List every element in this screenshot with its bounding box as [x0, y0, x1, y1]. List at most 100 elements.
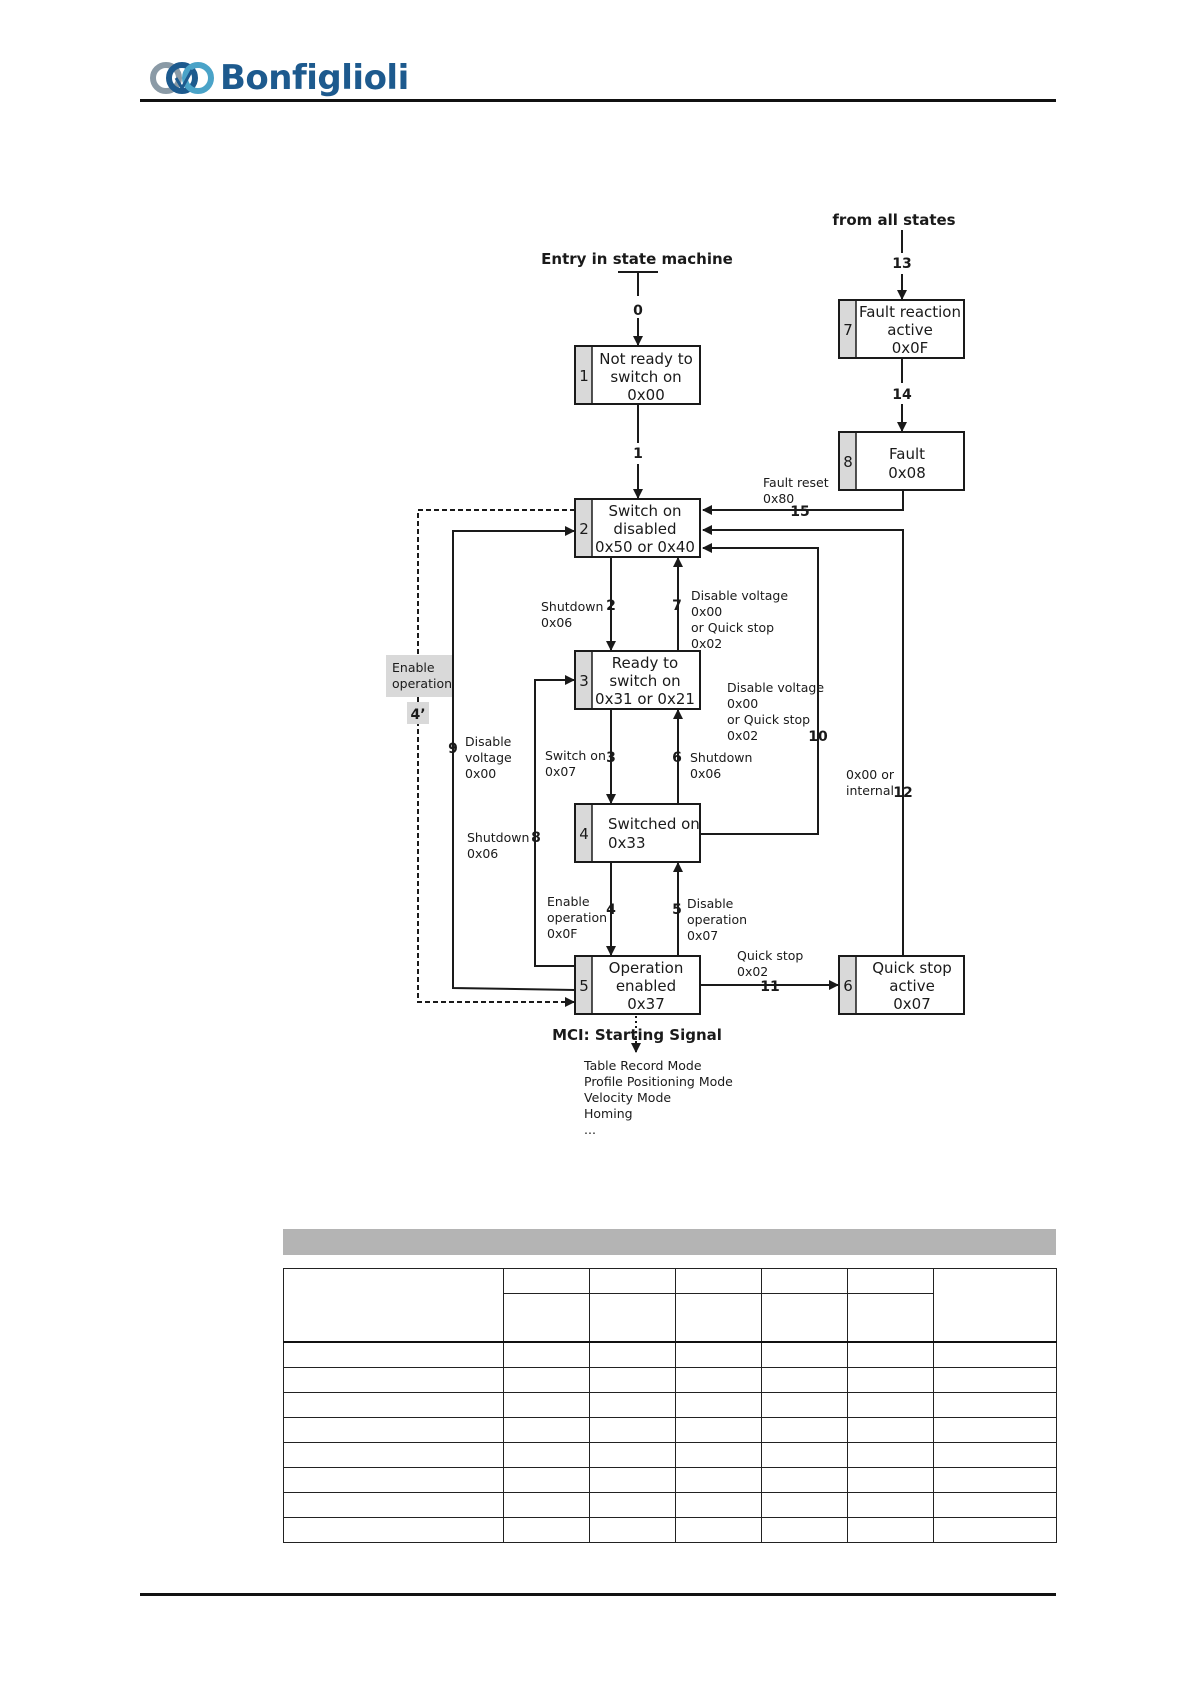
state-3-number: 3: [579, 672, 589, 690]
state-5-number: 5: [579, 977, 589, 995]
table-header-cell: [283, 1268, 504, 1343]
table-row: [283, 1492, 1057, 1518]
table-header-cell: [761, 1268, 848, 1294]
state-8-box: 8 Fault 0x08: [838, 431, 965, 491]
table-header-cell: [589, 1293, 676, 1343]
state-8-line1: Fault: [889, 445, 925, 463]
enable-op-4-line3: 0x0F: [547, 926, 578, 941]
transition-8: 8: [531, 830, 541, 846]
table-row: [283, 1517, 1057, 1543]
page-header: Bonfiglioli: [148, 56, 1048, 104]
state-6-box: 6 Quick stop active 0x07: [838, 955, 965, 1015]
state-4-line2: 0x33: [608, 834, 646, 852]
state-7-number: 7: [843, 321, 853, 339]
mode-homing: Homing: [584, 1106, 633, 1121]
disable-10-line2: 0x00: [727, 696, 758, 711]
state-1-line3: 0x00: [627, 386, 665, 404]
table-header-row: [283, 1268, 1057, 1343]
disable-9-line2: voltage: [465, 750, 512, 765]
state-5-line2: enabled: [616, 977, 676, 995]
disable-9-line1: Disable: [465, 734, 512, 749]
transition-6: 6: [672, 750, 682, 766]
transition-13: 13: [892, 256, 911, 272]
switch-on-3-line1: Switch on: [545, 748, 606, 763]
table-header-cell: [503, 1293, 590, 1343]
state-2-line1: Switch on: [608, 502, 681, 520]
state-3-line1: Ready to: [612, 654, 678, 672]
arrow-9: [452, 526, 576, 991]
transition-14: 14: [892, 387, 912, 403]
disable-10-line1: Disable voltage: [727, 680, 824, 695]
enable-op-4-line1: Enable: [547, 894, 590, 909]
table-row: [283, 1442, 1057, 1468]
shutdown-2-line1: Shutdown: [541, 599, 603, 614]
state-6-line3: 0x07: [893, 995, 931, 1013]
entry-label: Entry in state machine: [541, 250, 733, 268]
transition-10: 10: [808, 729, 828, 745]
enable-operation-tag: Enable operation 4’: [386, 655, 452, 724]
state-8-line2: 0x08: [888, 464, 926, 482]
table-header-cell: [589, 1268, 676, 1294]
transition-7: 7: [672, 598, 682, 614]
mode-more: ...: [584, 1122, 596, 1137]
state-4-line1: Switched on: [608, 815, 700, 833]
table-row: [283, 1392, 1057, 1418]
disable-10-line4: 0x02: [727, 728, 758, 743]
arrow-15: [702, 490, 904, 515]
mci-label: MCI: Starting Signal: [552, 1026, 722, 1044]
transition-4-prime: 4’: [410, 707, 425, 723]
brand-name: Bonfiglioli: [220, 58, 409, 98]
transition-4: 4: [606, 902, 616, 918]
disable-7-line1: Disable voltage: [691, 588, 788, 603]
shutdown-2-line2: 0x06: [541, 615, 572, 630]
mode-velocity: Velocity Mode: [584, 1090, 671, 1105]
state-table: [283, 1268, 1057, 1543]
state-6-line2: active: [889, 977, 935, 995]
state-1-box: 1 Not ready to switch on 0x00: [574, 345, 701, 405]
table-header-cell: [847, 1293, 934, 1343]
table-header-cell: [761, 1293, 848, 1343]
bonfiglioli-logo-icon: [150, 62, 214, 94]
table-row: [283, 1467, 1057, 1493]
internal-12-line2: internal: [846, 783, 894, 798]
enable-op-4-line2: operation: [547, 910, 607, 925]
state-3-line2: switch on: [609, 672, 680, 690]
disable-9-line3: 0x00: [465, 766, 496, 781]
arrow-8: [534, 675, 575, 967]
state-6-number: 6: [843, 977, 853, 995]
disable-7-line4: 0x02: [691, 636, 722, 651]
disable-op-5-line1: Disable: [687, 896, 734, 911]
state-1-number: 1: [579, 367, 589, 385]
state-5-box: 5 Operation enabled 0x37: [574, 955, 701, 1015]
disable-op-5-line3: 0x07: [687, 928, 718, 943]
state-4-box: 4 Switched on 0x33: [574, 803, 701, 863]
mode-table-record: Table Record Mode: [583, 1058, 702, 1073]
entry-connector: [618, 271, 658, 346]
table-row: [283, 1367, 1057, 1393]
table-row: [283, 1417, 1057, 1443]
state-7-line2: active: [887, 321, 933, 339]
state-8-number: 8: [843, 453, 853, 471]
transition-12: 12: [893, 785, 912, 801]
mode-profile-positioning: Profile Positioning Mode: [584, 1074, 733, 1089]
enable-op-line2: operation: [392, 676, 452, 691]
transition-1: 1: [633, 446, 643, 462]
switch-on-3-line2: 0x07: [545, 764, 576, 779]
arrow-10: [700, 543, 819, 835]
state-5-line1: Operation: [609, 959, 684, 977]
table-row: [283, 1341, 1057, 1368]
footer-rule: [140, 1593, 1056, 1596]
disable-7-line2: 0x00: [691, 604, 722, 619]
shutdown-6-line1: Shutdown: [690, 750, 752, 765]
state-1-line1: Not ready to: [599, 350, 693, 368]
disable-op-5-line2: operation: [687, 912, 747, 927]
shutdown-6-line2: 0x06: [690, 766, 721, 781]
transition-5: 5: [672, 902, 682, 918]
state-7-line1: Fault reaction: [859, 303, 961, 321]
shutdown-8-line2: 0x06: [467, 846, 498, 861]
internal-12-line1: 0x00 or: [846, 767, 895, 782]
all-states-label: from all states: [832, 211, 955, 229]
enable-op-line1: Enable: [392, 660, 435, 675]
quick-stop-11-line2: 0x02: [737, 964, 768, 979]
